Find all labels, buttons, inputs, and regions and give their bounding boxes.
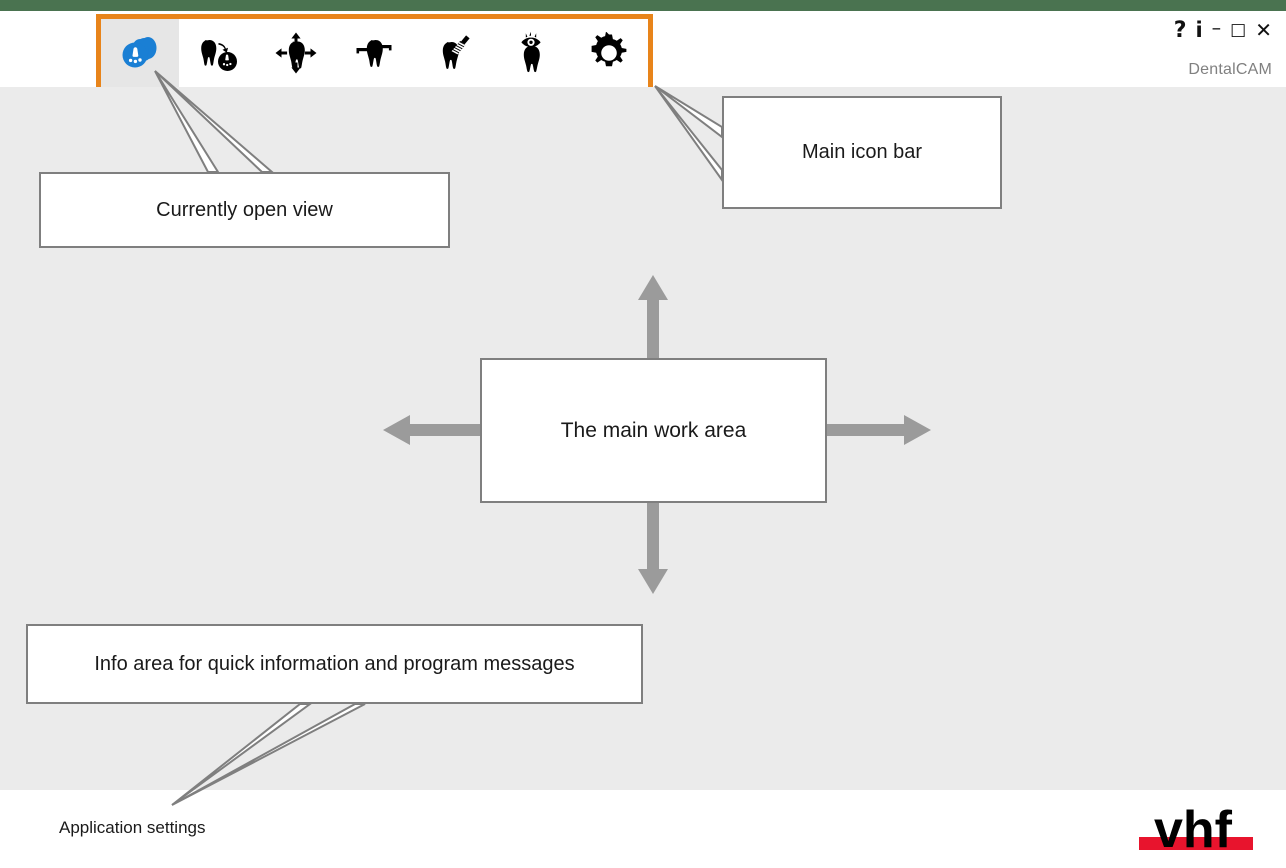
tooth-to-blank-icon — [196, 31, 240, 75]
maximize-button[interactable]: □ — [1230, 20, 1247, 40]
icon-bar-item-tooth-milling-tool[interactable] — [414, 19, 492, 87]
tooth-milling-tool-icon — [430, 30, 476, 76]
callout-currently-open-view: Currently open view — [39, 172, 450, 248]
info-button[interactable]: i — [1195, 18, 1203, 42]
tooth-inspect-eye-icon — [508, 30, 554, 76]
icon-bar-item-tooth-supports[interactable] — [335, 19, 413, 87]
vhf-logo: vhf — [1139, 800, 1261, 859]
window-controls: ? i – □ ✕ — [1173, 17, 1272, 43]
close-button[interactable]: ✕ — [1255, 18, 1272, 42]
icon-bar-item-tooth-to-blank[interactable] — [179, 19, 257, 87]
callout-main-icon-bar: Main icon bar — [722, 96, 1002, 209]
vhf-logo-bar — [1139, 837, 1253, 850]
icon-bar-item-blank-stack[interactable] — [101, 19, 180, 87]
callout-currently-open-view-label: Currently open view — [156, 198, 333, 221]
main-icon-bar — [101, 19, 648, 87]
blank-stack-icon — [118, 31, 162, 75]
callout-main-work-area: The main work area — [480, 358, 827, 503]
help-button[interactable]: ? — [1173, 18, 1187, 43]
minimize-button[interactable]: – — [1211, 17, 1222, 39]
gear-icon — [588, 32, 630, 74]
tooth-supports-icon — [351, 30, 397, 76]
callout-info-area: Info area for quick information and prog… — [26, 624, 643, 704]
top-accent-strip — [0, 0, 1286, 11]
vhf-logo-text: vhf — [1154, 801, 1233, 856]
main-icon-bar-highlight — [96, 14, 653, 92]
callout-main-icon-bar-label: Main icon bar — [801, 141, 923, 163]
application-settings-caption: Application settings — [59, 818, 206, 837]
product-name-label: DentalCAM — [1188, 61, 1272, 78]
tooth-position-icon — [273, 30, 319, 76]
icon-bar-item-settings[interactable] — [570, 19, 648, 87]
callout-info-area-label: Info area for quick information and prog… — [94, 652, 575, 675]
icon-bar-item-tooth-position[interactable] — [257, 19, 335, 87]
application-window-header: ? i – □ ✕ DentalCAM — [0, 11, 1286, 92]
icon-bar-item-tooth-inspect[interactable] — [492, 19, 570, 87]
callout-main-work-area-label: The main work area — [560, 418, 747, 442]
